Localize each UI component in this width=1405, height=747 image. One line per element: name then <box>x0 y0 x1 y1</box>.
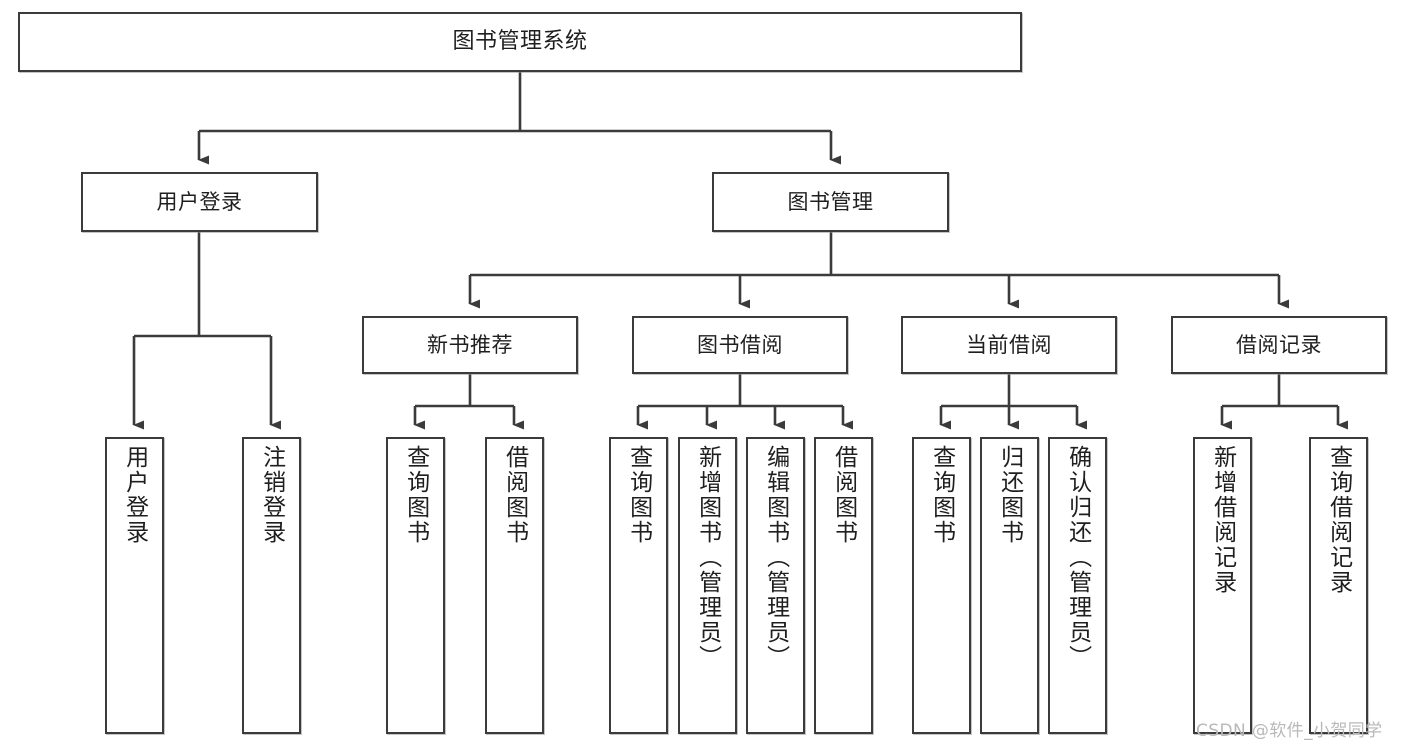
leaf-record-query-record[interactable]: 查询借阅记录 <box>1309 437 1368 734</box>
node-label: 注销登录 <box>258 445 285 545</box>
node-user-login[interactable]: 用户登录 <box>81 172 318 232</box>
node-label: 图书借阅 <box>697 332 783 357</box>
node-root-system[interactable]: 图书管理系统 <box>18 12 1022 72</box>
node-label: 归还图书 <box>996 445 1023 545</box>
node-label: 借阅图书 <box>830 445 857 545</box>
node-current-borrow[interactable]: 当前借阅 <box>901 316 1117 374</box>
leaf-recommend-borrow-book[interactable]: 借阅图书 <box>485 437 544 734</box>
csdn-watermark: CSDN @软件_小贺同学 <box>1196 721 1383 741</box>
node-label: 新增借阅记录 <box>1209 445 1236 595</box>
node-label: 借阅图书 <box>501 445 528 545</box>
node-label: 用户登录 <box>121 445 148 545</box>
leaf-user-login-login[interactable]: 用户登录 <box>105 437 164 734</box>
node-label: 新书推荐 <box>427 332 513 357</box>
node-label: 查询图书 <box>402 445 429 545</box>
node-label: 查询借阅记录 <box>1325 445 1352 595</box>
node-label: 当前借阅 <box>966 332 1052 357</box>
leaf-borrow-add-book[interactable]: 新增图书（管理员） <box>678 437 737 734</box>
leaf-current-confirm-return[interactable]: 确认归还（管理员） <box>1048 437 1107 734</box>
leaf-borrow-query-book[interactable]: 查询图书 <box>609 437 668 734</box>
node-label: 确认归还（管理员） <box>1064 445 1091 670</box>
node-book-management[interactable]: 图书管理 <box>712 172 949 232</box>
leaf-current-query-book[interactable]: 查询图书 <box>912 437 971 734</box>
leaf-borrow-borrow-book[interactable]: 借阅图书 <box>814 437 873 734</box>
node-label: 图书管理 <box>787 189 874 214</box>
node-label: 查询图书 <box>625 445 652 545</box>
node-book-borrow[interactable]: 图书借阅 <box>632 316 848 374</box>
node-new-book-recommend[interactable]: 新书推荐 <box>362 316 578 374</box>
leaf-borrow-edit-book[interactable]: 编辑图书（管理员） <box>746 437 805 734</box>
node-label: 新增图书（管理员） <box>694 445 721 670</box>
node-label: 借阅记录 <box>1236 332 1322 357</box>
node-borrow-record[interactable]: 借阅记录 <box>1171 316 1387 374</box>
node-label: 图书管理系统 <box>452 29 588 55</box>
leaf-recommend-query-book[interactable]: 查询图书 <box>386 437 445 734</box>
leaf-record-add-record[interactable]: 新增借阅记录 <box>1193 437 1252 734</box>
leaf-current-return-book[interactable]: 归还图书 <box>980 437 1039 734</box>
node-label: 编辑图书（管理员） <box>762 445 789 670</box>
node-label: 查询图书 <box>928 445 955 545</box>
leaf-user-login-logout[interactable]: 注销登录 <box>242 437 301 734</box>
node-label: 用户登录 <box>156 189 243 214</box>
